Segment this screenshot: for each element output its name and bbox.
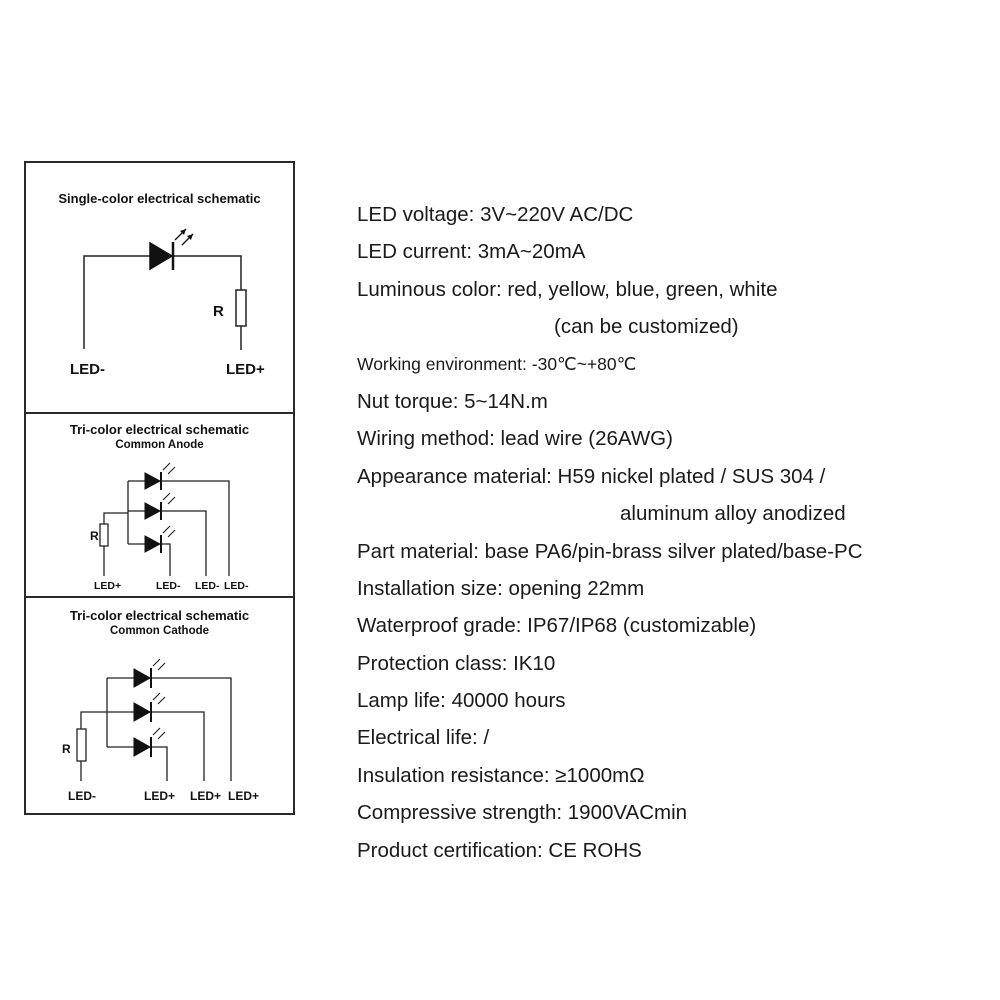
led-icon [144, 462, 176, 490]
resistor-label: R [213, 303, 224, 320]
single-color-schematic: Single-color electrical schematic R LED-… [26, 163, 293, 412]
cathode-schematic-title: Tri-color electrical schematic [69, 608, 250, 623]
led-icon [133, 658, 166, 688]
anode-schematic-diagram: R LED+ LED- LED- LED- [90, 462, 249, 592]
led-icon [144, 525, 176, 553]
anode-led-minus-label-3: LED- [224, 580, 249, 592]
spec-appearance-material: Appearance material: H59 nickel plated /… [357, 464, 826, 488]
spec-lamp-life: Lamp life: 40000 hours [357, 689, 566, 713]
spec-led-current: LED current: 3mA~20mA [357, 240, 586, 264]
anode-led-minus-label-2: LED- [195, 580, 220, 592]
spec-list: LED voltage: 3V~220V AC/DC LED current: … [357, 196, 997, 869]
cathode-led-plus-label-2: LED+ [190, 789, 221, 803]
led-plus-label: LED+ [226, 361, 265, 378]
led-icon [149, 228, 194, 271]
spec-appearance-material-cont: aluminum alloy anodized [620, 502, 846, 526]
resistor-label: R [62, 742, 71, 756]
anode-led-minus-label-1: LED- [156, 580, 181, 592]
spec-product-certification: Product certification: CE ROHS [357, 838, 642, 862]
spec-led-voltage: LED voltage: 3V~220V AC/DC [357, 203, 634, 226]
schematic-frame: Single-color electrical schematic R LED-… [24, 161, 295, 815]
spec-installation-size: Installation size: opening 22mm [357, 576, 645, 600]
spec-part-material: Part material: base PA6/pin-brass silver… [357, 539, 863, 563]
cathode-schematic-diagram: R LED- LED+ LED+ LED+ [62, 658, 259, 803]
single-schematic-diagram: R LED- LED+ [70, 228, 265, 378]
spec-wiring-method: Wiring method: lead wire (26AWG) [357, 427, 673, 451]
spec-waterproof-grade: Waterproof grade: IP67/IP68 (customizabl… [357, 614, 757, 638]
resistor-label: R [90, 529, 99, 543]
spec-compressive-strength: Compressive strength: 1900VACmin [357, 801, 688, 825]
led-icon [144, 492, 176, 520]
spec-working-environment: Working environment: -30℃~+80℃ [357, 353, 637, 374]
spec-luminous-color: Luminous color: red, yellow, blue, green… [357, 277, 778, 301]
common-anode-schematic: Tri-color electrical schematic Common An… [26, 412, 293, 596]
spec-electrical-life: Electrical life: / [357, 726, 490, 750]
cathode-led-minus-label: LED- [68, 789, 96, 803]
spec-nut-torque: Nut torque: 5~14N.m [357, 389, 548, 413]
spec-protection-class: Protection class: IK10 [357, 651, 556, 675]
led-icon [133, 727, 166, 757]
single-schematic-title: Single-color electrical schematic [58, 191, 261, 206]
spec-insulation-resistance: Insulation resistance: ≥1000mΩ [357, 763, 645, 787]
led-icon [133, 692, 166, 722]
cathode-led-plus-label-1: LED+ [144, 789, 175, 803]
cathode-led-plus-label-3: LED+ [228, 789, 259, 803]
anode-led-plus-label: LED+ [94, 580, 121, 592]
cathode-schematic-subtitle: Common Cathode [109, 625, 210, 637]
common-cathode-schematic: Tri-color electrical schematic Common Ca… [26, 596, 293, 815]
anode-schematic-subtitle: Common Anode [115, 439, 204, 451]
led-minus-label: LED- [70, 361, 105, 378]
anode-schematic-title: Tri-color electrical schematic [69, 422, 250, 437]
spec-luminous-color-note: (can be customized) [554, 315, 739, 339]
